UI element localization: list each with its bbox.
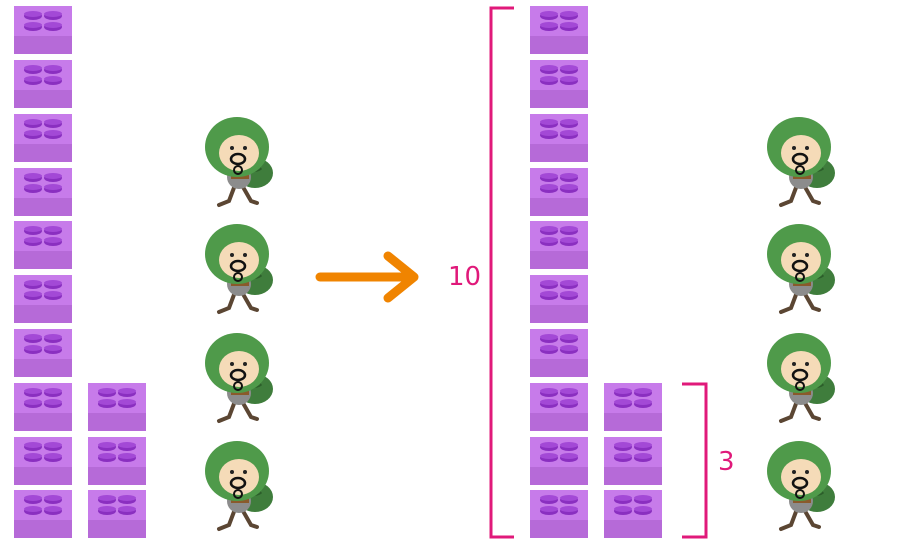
thief-figure — [203, 439, 275, 531]
tall-bracket-label: 10 — [448, 262, 481, 292]
left-short-brick-stack — [88, 383, 146, 538]
thief-figure — [203, 115, 275, 207]
left-tall-brick-stack — [14, 6, 72, 538]
thief-figure — [203, 331, 275, 423]
short-bracket-label: 3 — [718, 447, 735, 477]
tall-bracket — [489, 6, 514, 539]
thief-figure — [765, 331, 837, 423]
left-thief-column — [203, 115, 275, 531]
short-bracket — [682, 382, 708, 539]
thief-figure — [765, 439, 837, 531]
right-tall-brick-stack — [530, 6, 588, 538]
thief-figure — [203, 222, 275, 314]
right-short-brick-stack — [604, 383, 662, 538]
thief-figure — [765, 115, 837, 207]
right-thief-column — [765, 115, 837, 531]
thief-figure — [765, 222, 837, 314]
right-arrow-icon — [315, 251, 419, 303]
